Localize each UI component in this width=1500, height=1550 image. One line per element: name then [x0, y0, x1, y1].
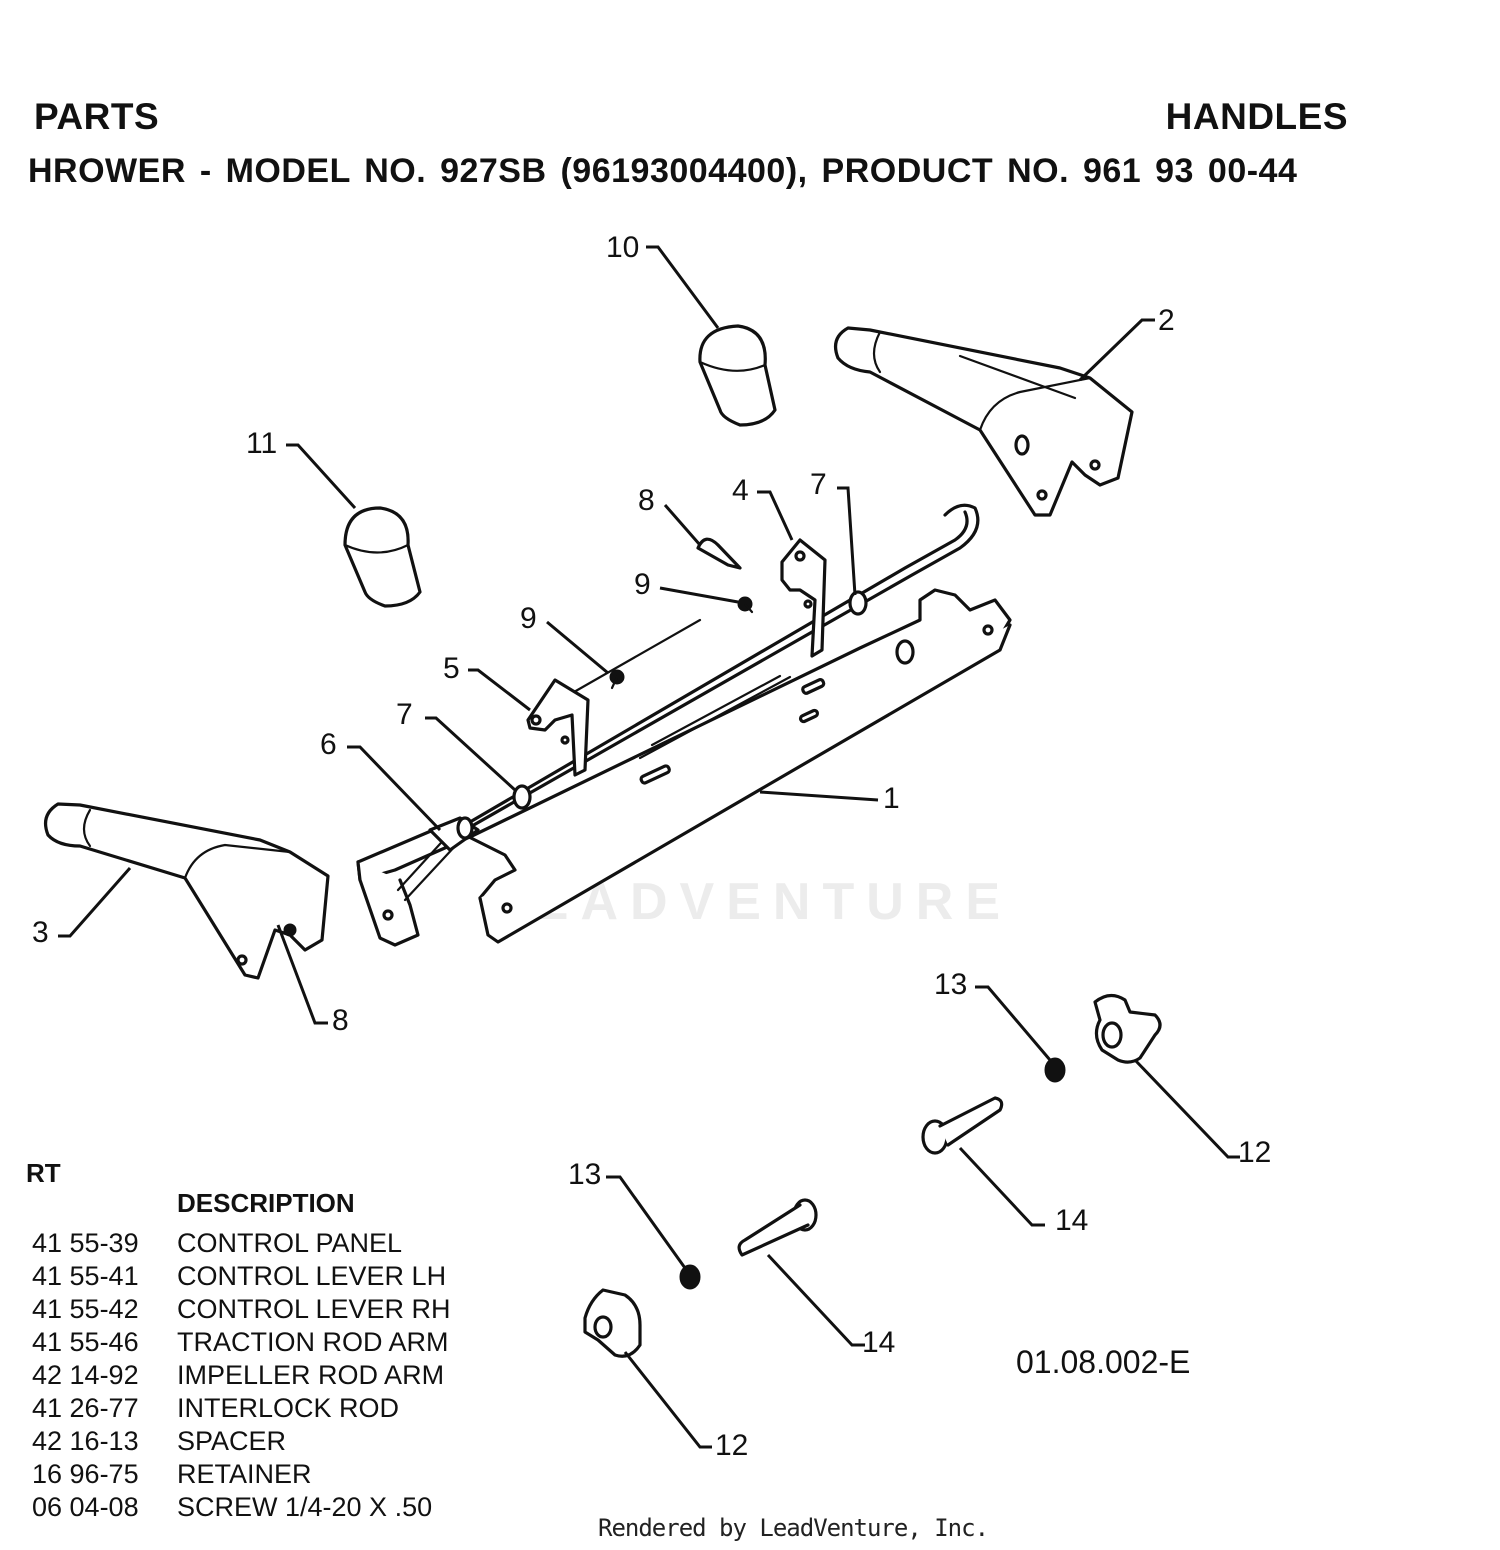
part-knob-11 — [343, 506, 422, 608]
table-cell-description: RETAINER — [177, 1459, 312, 1489]
callout-14-lower: 14 — [862, 1326, 895, 1359]
part-control-panel — [356, 588, 1012, 947]
table-cell-part-no: 16 96-75 — [32, 1459, 139, 1489]
table-cell-part-no: 41 55-41 — [32, 1261, 139, 1291]
footer-rendered-by: Rendered by LeadVenture, Inc. — [598, 1514, 989, 1542]
table-cell-part-no: 42 14-92 — [32, 1360, 139, 1390]
table-cell-part-no: 41 55-39 — [32, 1228, 139, 1258]
part-impeller-rod-arm — [526, 678, 590, 777]
part-retainer-and-screws — [609, 537, 754, 690]
part-spacers — [456, 590, 868, 840]
table-header-description: DESCRIPTION — [177, 1188, 355, 1218]
part-carriage-bolts — [737, 1096, 1004, 1257]
callout-4: 4 — [732, 474, 749, 507]
callout-8-upper: 8 — [638, 484, 655, 517]
table-cell-description: CONTROL PANEL — [177, 1228, 403, 1258]
callout-7-upper: 7 — [810, 468, 827, 501]
callout-leaders — [58, 245, 1240, 1449]
part-washers — [679, 1057, 1066, 1290]
callout-13-upper: 13 — [934, 968, 967, 1001]
table-cell-part-no: 41 55-46 — [32, 1327, 139, 1357]
part-control-lever-lh — [44, 802, 330, 980]
table-cell-description: IMPELLER ROD ARM — [177, 1360, 445, 1390]
table-cell-part-no: 06 04-08 — [32, 1492, 139, 1522]
callout-9-lower: 9 — [520, 602, 537, 635]
callout-12-upper: 12 — [1238, 1136, 1271, 1169]
table-cell-description: TRACTION ROD ARM — [177, 1327, 449, 1357]
callout-3: 3 — [32, 916, 49, 949]
callout-8-lower: 8 — [332, 1004, 349, 1037]
table-header-part-no: RT — [26, 1158, 61, 1188]
table-cell-part-no: 41 26-77 — [32, 1393, 139, 1423]
table-cell-description: SCREW 1/4-20 X .50 — [177, 1492, 433, 1522]
callout-numbers: 10 2 11 8 4 7 9 9 5 7 6 1 3 8 13 12 14 1… — [32, 231, 1271, 1462]
page-title-parts: PARTS — [34, 96, 160, 137]
table-cell-part-no: 42 16-13 — [32, 1426, 139, 1456]
callout-1: 1 — [883, 782, 900, 815]
table-cell-description: INTERLOCK ROD — [177, 1393, 400, 1423]
table-cell-part-no: 41 55-42 — [32, 1294, 139, 1324]
part-wing-knob-lower — [583, 1288, 642, 1358]
callout-5: 5 — [443, 652, 460, 685]
part-knob-10 — [698, 324, 777, 427]
callout-6: 6 — [320, 728, 337, 761]
callout-11: 11 — [246, 427, 277, 460]
callout-13-lower: 13 — [568, 1158, 601, 1191]
callout-12-lower: 12 — [715, 1429, 748, 1462]
section-title-handles: HANDLES — [1165, 96, 1348, 137]
part-traction-rod-arm — [780, 538, 827, 658]
drawing-reference-code: 01.08.002-E — [1016, 1344, 1191, 1380]
callout-9-upper: 9 — [634, 568, 651, 601]
table-cell-description: CONTROL LEVER LH — [177, 1261, 447, 1291]
part-control-lever-rh — [834, 326, 1134, 517]
part-wing-knob-upper — [1093, 993, 1162, 1064]
model-number-line: HROWER - MODEL NO. 927SB (96193004400), … — [28, 152, 1298, 190]
callout-10: 10 — [606, 231, 639, 264]
callout-14-upper: 14 — [1055, 1204, 1088, 1237]
table-cell-description: SPACER — [177, 1426, 287, 1456]
table-cell-description: CONTROL LEVER RH — [177, 1294, 451, 1324]
callout-2: 2 — [1158, 304, 1175, 337]
callout-7-lower: 7 — [396, 698, 413, 731]
